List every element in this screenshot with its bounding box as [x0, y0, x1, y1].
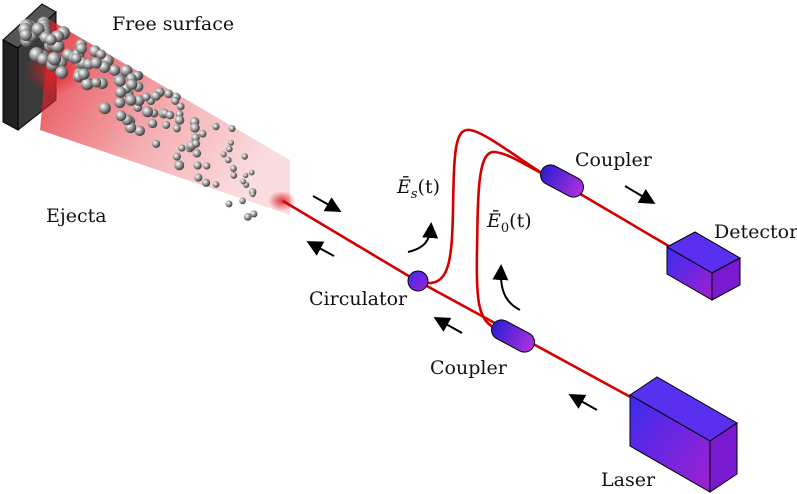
direction-arrows [306, 185, 656, 411]
arrow-left-icon [433, 317, 463, 334]
ejecta-particle [220, 151, 227, 158]
ejecta-particle [228, 139, 235, 146]
ejecta-particle [141, 106, 154, 118]
ejecta-particle [250, 210, 258, 218]
ejecta-particle [133, 94, 145, 106]
ejecta-particle [190, 123, 200, 133]
fiber-probe [282, 199, 413, 280]
label-detector: Detector [714, 221, 797, 243]
label-ejecta: Ejecta [46, 205, 107, 227]
ejecta-particle [241, 153, 249, 160]
ejecta-particle [178, 144, 186, 152]
arrow-left-icon [568, 394, 598, 411]
label-free-surface: Free surface [112, 13, 234, 35]
ejecta-particle [75, 42, 88, 55]
circulator [407, 270, 429, 292]
ejecta-particle [164, 89, 173, 99]
coupler-lower [491, 319, 535, 353]
ejecta-particle [174, 115, 185, 125]
ejecta-particle [194, 173, 203, 182]
fiber-signal-loop [424, 128, 546, 285]
ejecta-particle [198, 129, 207, 138]
ejecta-particle [71, 52, 82, 64]
ejecta-particle [191, 133, 200, 142]
label-circulator: Circulator [309, 288, 408, 310]
ejecta-particle [90, 57, 102, 69]
ejecta-particle [202, 178, 211, 187]
ejecta-particle [203, 162, 211, 170]
ejecta-particle [171, 96, 180, 105]
ejecta-particle [19, 28, 32, 42]
label-coupler-lower: Coupler [430, 357, 508, 379]
ejecta-particle [134, 125, 146, 137]
ejecta-particle [126, 78, 138, 90]
ejecta-particle [55, 66, 69, 79]
ejecta-particle [243, 212, 252, 221]
ejecta-particle [115, 86, 127, 98]
ejecta-particle [174, 160, 185, 171]
ejecta-particle [242, 172, 249, 179]
ejecta-particle [125, 94, 137, 106]
ejecta-particle [229, 165, 237, 172]
ejecta-particle [225, 200, 233, 208]
ejecta-particle [147, 118, 158, 129]
label-coupler-upper: Coupler [575, 149, 653, 171]
ejecta-particle [192, 149, 202, 158]
ejecta-particles [18, 16, 258, 221]
arrow-left-icon [306, 241, 335, 257]
ejecta-particle [212, 122, 220, 131]
ejecta-particle [45, 33, 57, 46]
ejecta-particle [162, 121, 171, 129]
ejecta-particle [173, 124, 181, 133]
laser [629, 376, 738, 493]
ejecta-particle [78, 68, 90, 80]
ejecta-particle [98, 102, 111, 115]
ejecta-particle [230, 171, 238, 179]
curved-arrow-icon [407, 222, 439, 253]
ejecta-particle [248, 169, 255, 176]
ejecta-particle [108, 64, 121, 76]
ejecta-particle [191, 139, 201, 148]
ejecta-particle [193, 161, 202, 170]
arrow-right-icon [312, 195, 342, 212]
fiber-reference-loop [475, 150, 546, 330]
label-laser: Laser [601, 469, 656, 491]
ejecta-particle [212, 181, 220, 188]
ejecta-particle [152, 139, 161, 148]
ejecta-particle [250, 191, 256, 198]
ejecta-particle [226, 145, 233, 153]
detector [665, 231, 742, 301]
ejecta-particle [172, 152, 181, 161]
ejecta-particle [37, 52, 50, 66]
label-field-reference: Ē0(t) [486, 209, 532, 236]
ejecta-particle [120, 64, 133, 77]
ejecta-particle [31, 22, 45, 36]
ejecta-particle [91, 77, 102, 88]
ejecta-particle [240, 178, 247, 185]
curved-arrow-icon [492, 264, 521, 311]
ejecta-particle [239, 197, 246, 205]
ejecta-particle [225, 156, 232, 164]
fiber-detector [564, 183, 673, 250]
beam-focus [268, 191, 296, 211]
ejecta-particle [114, 96, 126, 108]
ejecta-particle [115, 110, 127, 122]
arrow-right-icon [624, 185, 656, 205]
ejecta-particle [228, 125, 236, 133]
ejecta-particle [142, 92, 151, 102]
label-field-signal: Ēs(t) [396, 175, 440, 202]
coupler-upper [540, 164, 584, 198]
ejecta-particle [165, 110, 175, 120]
ejecta-particle [151, 91, 161, 101]
ejecta-particle [176, 102, 185, 111]
ejecta-particle [114, 75, 126, 87]
ejecta-particle [96, 49, 106, 60]
ejecta-particle [80, 77, 94, 91]
ejecta-particle [47, 51, 62, 66]
